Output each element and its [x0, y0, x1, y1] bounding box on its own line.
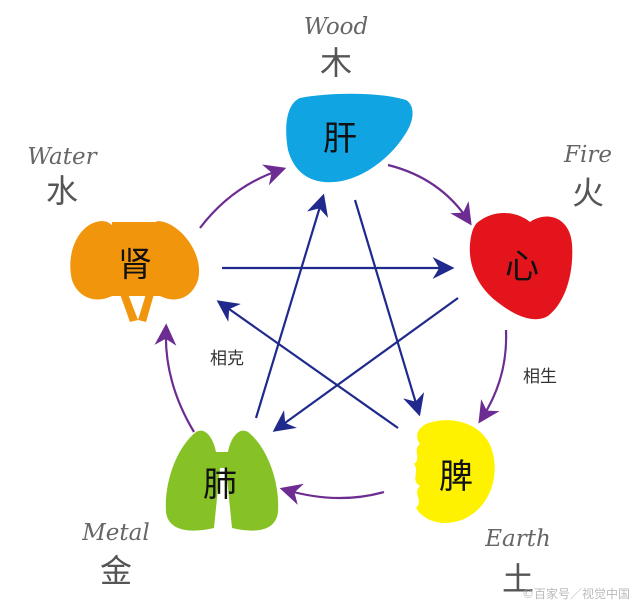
element-water-en: Water — [27, 144, 98, 170]
label-generating: 相生 — [523, 367, 557, 387]
generating-arrows — [154, 163, 508, 505]
element-fire-en: Fire — [563, 142, 612, 168]
arrow-wood-to-fire — [387, 163, 472, 226]
watermark: ©百家号／视觉中国 — [522, 586, 630, 601]
liver-organ-icon — [286, 93, 413, 183]
arrow-earth-to-water — [216, 300, 399, 429]
arrow-wood-to-earth — [353, 199, 425, 417]
arrow-fire-to-metal — [272, 297, 459, 432]
element-water-organ: 肾 — [118, 245, 152, 285]
element-fire-cn: 火 — [572, 174, 604, 212]
element-metal-en: Metal — [81, 520, 149, 546]
lungs-organ-icon — [165, 430, 279, 531]
element-fire-organ: 心 — [505, 247, 539, 287]
spleen-organ-icon — [414, 420, 495, 523]
restraining-arrows — [216, 193, 459, 432]
arrow-earth-to-metal — [279, 483, 385, 505]
heart-organ-icon — [469, 212, 573, 320]
element-wood-cn: 木 — [320, 44, 352, 82]
element-wood-organ: 肝 — [323, 119, 357, 159]
element-water: Water 水 肾 — [27, 144, 200, 322]
element-wood-en: Wood — [304, 14, 369, 40]
label-restraining: 相克 — [210, 349, 244, 369]
arrow-water-to-wood — [199, 164, 287, 229]
element-metal-organ: 肺 — [203, 465, 237, 505]
kidneys-organ-icon — [70, 221, 200, 322]
arrow-metal-to-wood — [254, 193, 329, 419]
element-wood: Wood 木 肝 — [286, 14, 413, 183]
element-earth-en: Earth — [484, 526, 551, 552]
element-earth-cn: 土 — [502, 560, 534, 598]
element-earth-organ: 脾 — [439, 457, 473, 497]
element-earth: Earth 土 脾 — [414, 420, 551, 598]
element-metal-cn: 金 — [100, 552, 132, 590]
arrow-fire-to-earth — [478, 329, 508, 424]
arrow-metal-to-water — [154, 323, 195, 433]
element-fire: Fire 火 心 — [469, 142, 612, 320]
element-metal: Metal 金 肺 — [81, 430, 279, 590]
element-water-cn: 水 — [46, 172, 78, 210]
